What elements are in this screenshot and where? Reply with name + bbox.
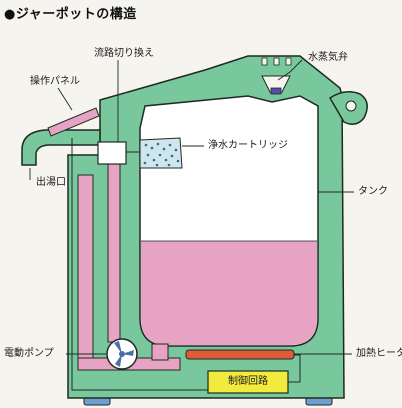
heater	[185, 349, 295, 360]
label-control-panel: 操作パネル	[30, 76, 80, 87]
label-flow-switch: 流路切り換え	[94, 48, 154, 59]
wire-circuit-to-heater	[288, 354, 301, 383]
label-steam-valve: 水蒸気弁	[308, 52, 348, 63]
leader-steam-valve	[277, 59, 303, 81]
steam-vent-slot	[261, 57, 268, 66]
label-water-cartridge: 浄水カートリッジ	[208, 140, 288, 151]
cartridge-granules	[143, 142, 180, 167]
steam-valve-plug	[270, 87, 282, 95]
flow-switch	[97, 141, 127, 165]
steam-valve-shape	[261, 75, 291, 93]
spout-nozzle	[21, 129, 101, 166]
pump-impeller	[114, 341, 134, 367]
label-heater: 加熱ヒータ	[356, 348, 402, 359]
water-cartridge	[139, 137, 183, 169]
diagram-title: ●ジャーポットの構造	[4, 7, 137, 22]
leader-control-panel	[57, 87, 73, 111]
pipe-center-up	[107, 161, 121, 343]
label-control-circuit: 制御回路	[228, 376, 268, 387]
steam-vent-slot	[273, 57, 280, 66]
control-panel	[47, 107, 100, 137]
pipe-into-tank	[151, 343, 169, 361]
label-spout: 出湯口	[36, 177, 66, 188]
label-electric-pump: 電動ポンプ	[4, 348, 54, 359]
wire-panel-to-circuit	[71, 138, 208, 391]
pipe-left	[77, 174, 94, 371]
lid-knob-hole	[345, 100, 357, 112]
steam-vent-slot	[285, 57, 292, 66]
label-tank: タンク	[358, 186, 388, 197]
tank-water	[141, 241, 317, 345]
